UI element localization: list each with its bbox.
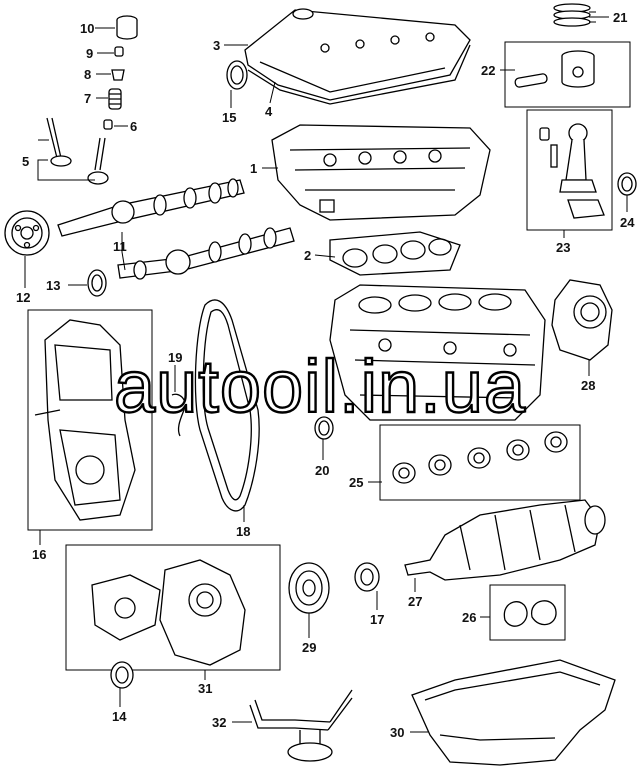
piston-pin-part: [514, 73, 548, 88]
callout-3: 3: [213, 38, 220, 53]
seal-group-box: [489, 584, 566, 641]
engine-block-part: [329, 284, 546, 421]
valve-intake-part: [46, 117, 72, 167]
camshaft-seal-part: [87, 269, 107, 297]
oil-pan-part: [411, 659, 616, 766]
front-crank-seal-part: [314, 416, 334, 440]
crankshaft-part: [404, 499, 606, 581]
connecting-rod-part: [559, 123, 597, 193]
main-bearings-part: [392, 431, 568, 484]
cylinder-head-part: [271, 124, 491, 221]
leader-lines: [24, 11, 628, 733]
piston-rings-part: [553, 3, 591, 27]
head-gasket-part: [329, 231, 461, 276]
callout-9: 9: [86, 46, 93, 61]
timing-belt-part: [194, 299, 260, 512]
main-bearing-group-box: [379, 424, 581, 501]
rod-bolts-part: [539, 127, 558, 168]
valve-cover-part: [244, 8, 471, 105]
callout-12: 12: [16, 290, 30, 305]
callout-22: 22: [481, 63, 495, 78]
timing-belt-clip-part: [171, 393, 186, 437]
rod-bearing-part: [617, 172, 637, 196]
spark-plug-tube-seal-part: [226, 60, 248, 90]
callout-20: 20: [315, 463, 329, 478]
callout-23: 23: [556, 240, 570, 255]
oil-strainer-part: [249, 689, 353, 762]
valve-lifter-part: [116, 15, 138, 40]
callout-4: 4: [265, 104, 273, 119]
timing-cover-group-box: [27, 309, 153, 531]
callout-19: 19: [168, 350, 182, 365]
rear-main-seal-retainer-part: [551, 279, 613, 361]
callout-27: 27: [408, 594, 422, 609]
callout-17: 17: [370, 612, 384, 627]
crankshaft-pulley-part: [288, 562, 330, 614]
rod-cap-part: [567, 199, 605, 219]
callout-21: 21: [613, 10, 627, 25]
callout-24: 24: [620, 215, 635, 230]
callout-16: 16: [32, 547, 46, 562]
watermark-text: autooil.in.ua: [114, 345, 526, 428]
valve-seal-part: [103, 119, 113, 130]
callout-7: 7: [84, 91, 91, 106]
callout-28: 28: [581, 378, 595, 393]
callout-2: 2: [304, 248, 311, 263]
callout-8: 8: [84, 67, 91, 82]
piston-part: [561, 50, 595, 88]
valve-spring-retainer-part: [111, 69, 125, 81]
callout-5: 5: [22, 154, 29, 169]
valve-exhaust-part: [87, 137, 109, 185]
oil-pump-part: [91, 559, 246, 666]
piston-group-box: [504, 41, 631, 108]
callout-31: 31: [198, 681, 212, 696]
oil-pump-seal-part: [110, 661, 134, 689]
connecting-rod-group-box: [526, 109, 613, 231]
camshaft-upper-part: [57, 178, 245, 237]
callout-29: 29: [302, 640, 316, 655]
callout-18: 18: [236, 524, 250, 539]
camshaft-sprocket-part: [4, 210, 50, 256]
callout-32: 32: [212, 715, 226, 730]
callout-26: 26: [462, 610, 476, 625]
callout-14: 14: [112, 709, 127, 724]
thrust-washer-part: [503, 600, 557, 627]
valve-spring-part: [108, 88, 122, 110]
timing-cover-part: [34, 319, 136, 521]
callout-10: 10: [80, 21, 94, 36]
callout-6: 6: [130, 119, 137, 134]
callout-15: 15: [222, 110, 236, 125]
callout-30: 30: [390, 725, 404, 740]
adjusting-shim-part: [114, 46, 124, 57]
camshaft-lower-part: [117, 227, 295, 280]
oil-pump-group-box: [65, 544, 281, 671]
crankshaft-sprocket-part: [354, 562, 380, 592]
callout-13: 13: [46, 278, 60, 293]
callout-25: 25: [349, 475, 363, 490]
callout-1: 1: [250, 161, 257, 176]
callout-11: 11: [113, 239, 127, 254]
